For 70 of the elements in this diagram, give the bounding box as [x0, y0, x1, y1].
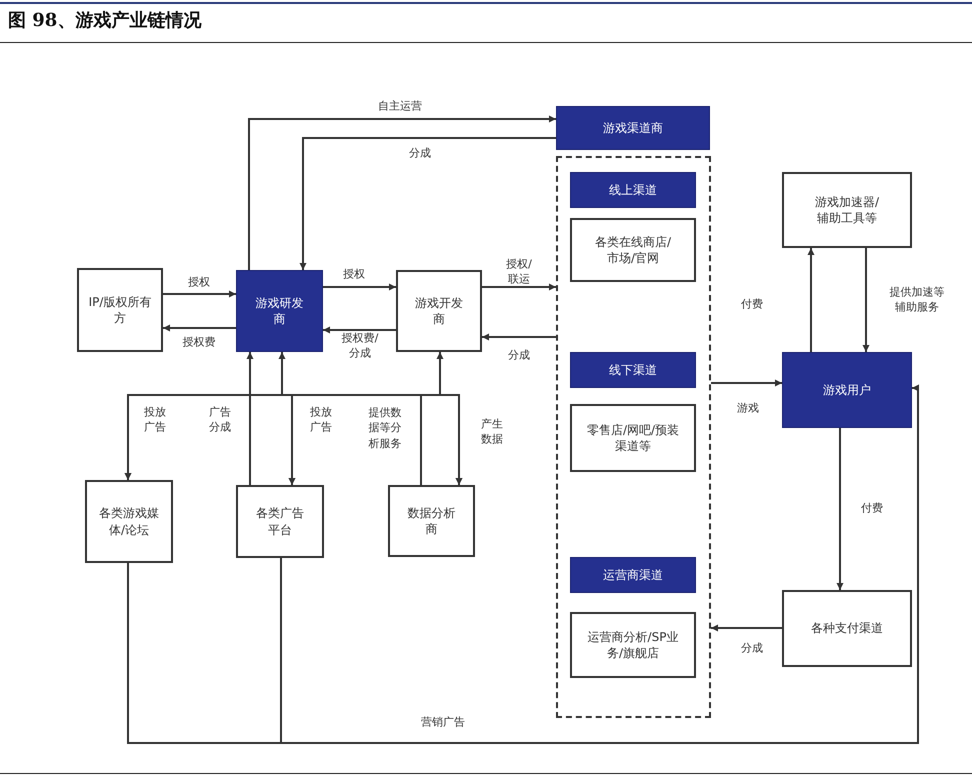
arrow [439, 352, 462, 485]
process-box [396, 270, 482, 352]
figure-title: 图 98、游戏产业链情况 [8, 9, 202, 32]
node-label: 各类广告平台 [255, 505, 305, 538]
node-label: 数据分析商 [406, 504, 456, 538]
node-label: 各类游戏媒体/论坛 [98, 505, 160, 538]
edge-label: 授权费 [182, 334, 216, 350]
process-box [570, 404, 696, 472]
node-label: 各类在线商店/市场/官网 [594, 234, 672, 266]
edge-label: 广告分成 [208, 404, 232, 436]
arrow [323, 326, 396, 334]
arrow [163, 290, 236, 298]
edge-label: 投放广告 [309, 404, 333, 436]
edge-label: 投放广告 [143, 404, 167, 436]
edge-label: 提供加速等辅助服务 [888, 284, 946, 316]
arrow [836, 428, 844, 590]
arrow [280, 384, 919, 744]
node-label: 线上渠道 [608, 182, 658, 198]
edge-label: 提供数据等分析服务 [368, 404, 402, 452]
edge-label: 自主运营 [378, 98, 422, 114]
edge-label: 授权/联运 [505, 256, 533, 288]
arrow [711, 624, 782, 632]
highlight-box [570, 557, 696, 593]
node-label: 游戏用户 [822, 382, 872, 398]
dashed-group-frame [556, 156, 711, 718]
node-label: IP/版权所有方 [88, 294, 152, 326]
node-label: 游戏开发商 [414, 294, 464, 328]
highlight-box [782, 352, 912, 428]
arrow [862, 248, 870, 352]
process-box [570, 218, 696, 282]
node-label: 游戏加速器/辅助工具等 [814, 194, 880, 226]
process-box [782, 172, 912, 248]
node-label: 线下渠道 [608, 362, 658, 378]
highlight-box [570, 172, 696, 208]
edge-label: 授权 [343, 266, 365, 282]
edge-label: 授权 [188, 274, 210, 290]
highlight-box [556, 106, 710, 150]
process-box [782, 590, 912, 667]
edge-label: 分成 [741, 640, 763, 656]
node-label: 游戏渠道商 [602, 120, 664, 136]
arrow [482, 284, 556, 290]
process-box [388, 485, 475, 557]
arrow [323, 284, 396, 290]
node-label: 游戏研发商 [254, 294, 304, 328]
process-box [85, 480, 173, 563]
arrow [420, 352, 444, 485]
edge-label: 产生数据 [480, 416, 504, 448]
edge-label: 游戏 [737, 400, 759, 416]
arrow [163, 324, 236, 332]
arrow [808, 248, 814, 352]
arrow [482, 334, 556, 340]
node-label: 零售店/网吧/预装渠道等 [586, 422, 680, 454]
highlight-box [236, 270, 323, 352]
arrow [300, 137, 556, 270]
edge-label: 付费 [741, 296, 763, 312]
process-box [570, 612, 696, 678]
edge-label: 分成 [508, 347, 530, 363]
arrow [248, 116, 556, 270]
edge-label: 授权费/分成 [340, 330, 380, 362]
arrow [246, 352, 254, 485]
edge-label: 付费 [861, 500, 883, 516]
edge-label: 分成 [409, 145, 431, 161]
node-label: 运营商分析/SP业务/旗舰店 [586, 628, 680, 662]
node-label: 运营商渠道 [602, 566, 664, 584]
process-box [77, 268, 163, 352]
edge-label: 营销广告 [421, 714, 465, 730]
process-box [236, 485, 324, 558]
arrow [711, 380, 782, 386]
highlight-box [570, 352, 696, 388]
node-label: 各种支付渠道 [810, 620, 884, 637]
